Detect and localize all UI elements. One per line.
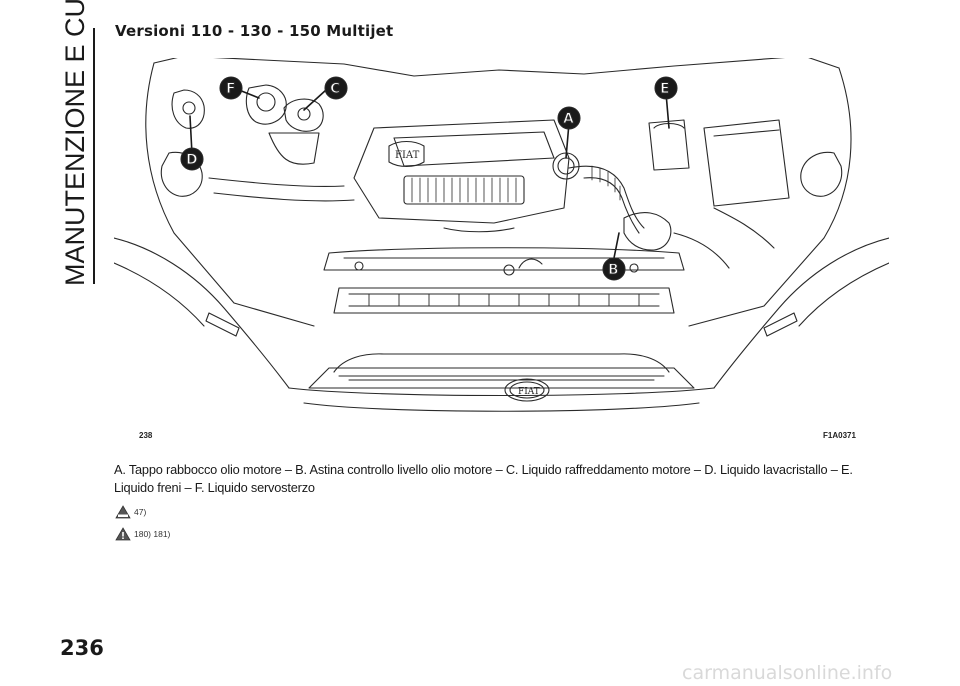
- svg-text:FIAT: FIAT: [518, 387, 540, 397]
- section-divider: [93, 28, 95, 284]
- warning-triangle-icon: [115, 505, 131, 519]
- callout-b: B: [602, 257, 626, 281]
- callout-a: A: [557, 106, 581, 130]
- engine-bay-illustration: FIAT FIAT: [114, 58, 889, 412]
- warning-ref-1: 47): [134, 507, 147, 517]
- figure-caption: A. Tappo rabbocco olio motore – B. Astin…: [114, 462, 853, 495]
- callout-f: F: [219, 76, 243, 100]
- svg-text:D: D: [186, 152, 198, 168]
- svg-text:F: F: [226, 81, 236, 97]
- svg-text:C: C: [330, 81, 340, 97]
- warning-triangle-icon: [115, 527, 131, 541]
- callout-d: D: [180, 147, 204, 171]
- figure-number: 238: [139, 431, 153, 440]
- warning-note-2: 180) 181): [115, 526, 170, 542]
- svg-text:B: B: [608, 262, 619, 278]
- section-label: MANUTENZIONE E CURA: [60, 0, 90, 286]
- callout-c: C: [324, 76, 348, 100]
- page-heading: Versioni 110 - 130 - 150 Multijet: [115, 22, 394, 40]
- svg-text:E: E: [660, 81, 670, 97]
- warning-ref-2: 180) 181): [134, 529, 171, 539]
- figure-code: F1A0371: [823, 431, 856, 440]
- warning-note-1: 47): [115, 504, 146, 520]
- page-number: 236: [60, 636, 104, 660]
- callout-e: E: [654, 76, 678, 100]
- footer-watermark: carmanualsonline.info: [682, 662, 893, 684]
- svg-text:A: A: [563, 111, 574, 127]
- section-side-label: MANUTENZIONE E CURA: [55, 0, 95, 300]
- engine-bay-figure: FIAT FIAT: [114, 58, 889, 440]
- svg-text:FIAT: FIAT: [395, 150, 420, 161]
